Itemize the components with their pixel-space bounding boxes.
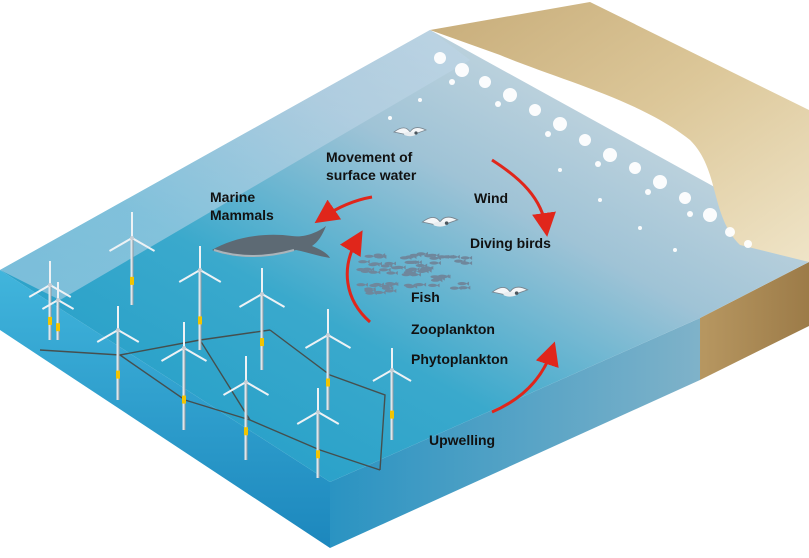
seabed-cables	[39, 329, 386, 471]
wind-turbine-icon	[178, 246, 222, 350]
wind-turbine-icon	[222, 356, 270, 460]
fish	[449, 286, 462, 291]
fish	[424, 253, 436, 258]
label-diving-birds: Diving birds	[470, 235, 551, 251]
fish	[414, 282, 427, 287]
seabird-icon	[393, 127, 428, 137]
beach-top	[430, 2, 809, 262]
fish	[407, 260, 419, 265]
fish	[356, 282, 368, 287]
seabird-icon	[421, 216, 459, 227]
fish	[365, 291, 377, 296]
surface-water-arrow	[314, 195, 373, 224]
fish	[384, 261, 396, 266]
fish	[399, 255, 412, 260]
label-phytoplankton: Phytoplankton	[411, 351, 508, 367]
wind-turbine-icon	[238, 268, 286, 370]
fish	[379, 267, 391, 272]
fish	[428, 283, 440, 288]
fish	[385, 281, 397, 286]
wind-turbine-icon	[96, 306, 140, 400]
sea-front-face	[0, 270, 330, 548]
label-movement-line2: surface water	[326, 167, 417, 183]
wind-turbine-icon	[304, 309, 352, 410]
label-marine-line2: Mammals	[210, 207, 274, 223]
wind-turbine-icon	[28, 261, 72, 340]
label-marine-line1: Marine	[210, 189, 255, 205]
fish	[408, 267, 420, 272]
fish	[391, 265, 403, 270]
fish	[442, 254, 454, 259]
wind-farm	[28, 212, 412, 478]
fish	[373, 253, 386, 258]
label-upwelling: Upwelling	[429, 432, 495, 448]
upwelling-arrow	[491, 341, 559, 414]
fish	[358, 259, 370, 264]
fish	[362, 267, 375, 272]
fish	[369, 283, 381, 288]
water-back-haze	[0, 30, 470, 300]
label-wind: Wind	[474, 190, 508, 206]
fish	[409, 253, 422, 258]
wind-turbine-icon	[41, 282, 75, 340]
whale-icon	[212, 226, 330, 258]
fish	[454, 259, 466, 264]
fish	[433, 276, 445, 281]
wind-turbine-icon	[160, 322, 208, 430]
seabird-icon	[393, 127, 529, 297]
wind-turbine-icon	[108, 212, 156, 305]
wind-arrow	[491, 158, 556, 237]
seabird-icon	[491, 286, 529, 297]
flow-arrows	[314, 158, 559, 414]
beach-side-face	[700, 262, 809, 380]
fish	[457, 281, 469, 286]
fish	[386, 271, 398, 275]
label-fish: Fish	[411, 289, 440, 305]
fish	[384, 288, 397, 293]
label-movement-line1: Movement of	[326, 149, 413, 165]
fish	[370, 261, 382, 266]
fish-school-icon	[356, 251, 473, 296]
sea-surface	[0, 30, 809, 482]
fish-rising-arrow	[339, 230, 371, 324]
fish	[380, 284, 393, 289]
fish	[380, 264, 393, 268]
fish	[460, 261, 473, 266]
label-zooplankton: Zooplankton	[411, 321, 495, 337]
fish	[420, 268, 432, 273]
sea-side-face	[330, 318, 700, 548]
wind-turbine-icon	[296, 388, 340, 478]
fish	[460, 255, 473, 260]
fish	[429, 261, 441, 265]
surf-foam	[388, 52, 752, 252]
wind-turbine-icon	[372, 348, 412, 440]
